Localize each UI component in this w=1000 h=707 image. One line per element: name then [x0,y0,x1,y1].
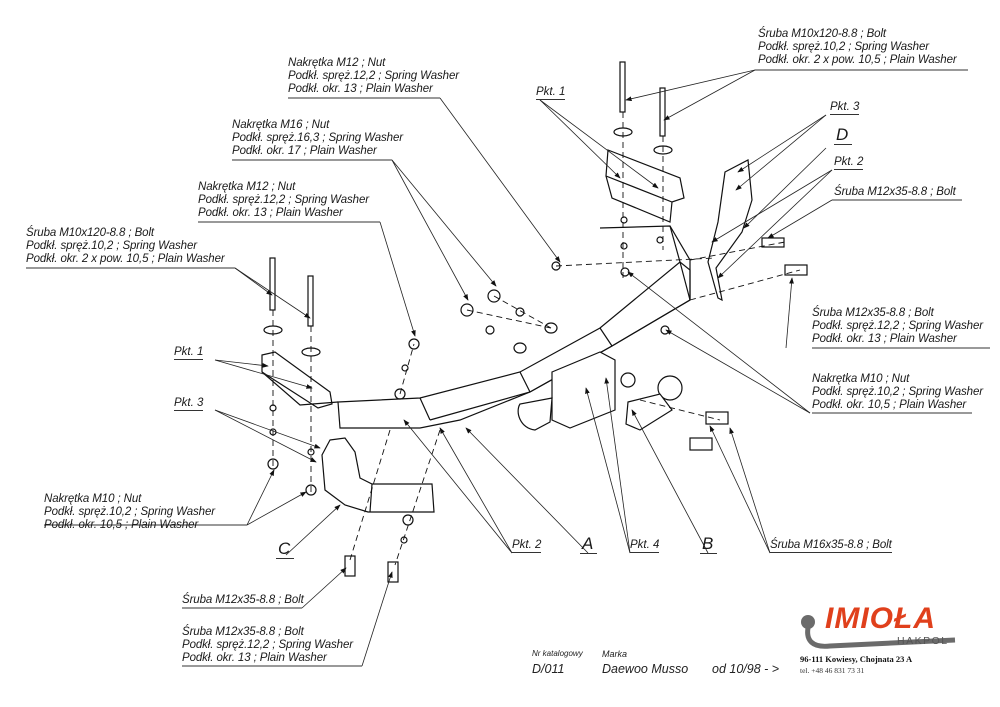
assembly-lines [272,112,801,566]
callout-line: Podkł. okr. 13 ; Plain Washer [198,207,343,219]
callout-line: Śruba M16x35-8.8 ; Bolt [770,539,892,551]
callout-line: Nakrętka M12 ; Nut [288,57,386,69]
callout-bolt-m10-left: Śruba M10x120-8.8 ; Bolt Podkł. spręż.10… [26,227,225,266]
callout-nut-m10-right: Nakrętka M10 ; Nut Podkł. spręż.10,2 ; S… [812,373,983,412]
callout-line: Śruba M12x35-8.8 ; Bolt [182,626,304,638]
callout-line: Podkł. okr. 13 ; Plain Washer [182,652,327,664]
callout-line: Podkł. spręż.10,2 ; Spring Washer [758,41,929,53]
callout-line: Podkł. okr. 13 ; Plain Washer [812,333,957,345]
callout-line: Nakrętka M10 ; Nut [812,373,910,385]
point-label-pkt2-bottom: Pkt. 2 [512,539,542,553]
callout-bolt-m16: Śruba M16x35-8.8 ; Bolt [770,539,892,553]
callout-line: Podkł. spręż.10,2 ; Spring Washer [26,240,197,252]
point-label-pkt1-top: Pkt. 1 [536,86,566,100]
point-label-pkt2-right: Pkt. 2 [834,156,864,170]
hitch-ball-b [517,351,683,431]
callout-line: Podkł. okr. 17 ; Plain Washer [232,145,377,157]
callout-line: Podkł. spręż.10,2 ; Spring Washer [812,386,983,398]
callout-bolt-m12-bottom-single: Śruba M12x35-8.8 ; Bolt [182,594,304,607]
part-label-c: C [276,540,295,559]
callout-line: Nakrętka M10 ; Nut [44,493,142,505]
callout-line: Podkł. okr. 2 x pow. 10,5 ; Plain Washer [26,253,225,265]
callout-underlines [26,69,990,667]
callout-bolt-m12-right-single: Śruba M12x35-8.8 ; Bolt [834,186,956,199]
brand-phone: tel. +48 46 831 73 31 [800,666,865,675]
callout-line: Śruba M12x35-8.8 ; Bolt [834,186,956,198]
brand-name: IMIOŁA [825,602,936,635]
brand-logo-hook [801,615,956,649]
point-label-pkt4-bottom: Pkt. 4 [630,539,660,553]
part-label-b: B [700,535,718,554]
plate-d [707,159,753,302]
callout-line: Śruba M10x120-8.8 ; Bolt [26,227,155,239]
point-label-pkt1-left: Pkt. 1 [174,346,204,360]
callout-line: Śruba M10x120-8.8 ; Bolt [758,28,887,40]
callout-line: Podkł. spręż.12,2 ; Spring Washer [198,194,369,206]
catalog-number-label: Nr katalogowy [532,649,583,658]
part-label-a: A [580,535,598,554]
callout-line: Nakrętka M12 ; Nut [198,181,296,193]
callout-line: Śruba M12x35-8.8 ; Bolt [812,307,934,319]
brand-block: IMIOŁA HAKPOL 96-111 Kowiesy, Chojnata 2… [795,600,965,690]
callout-line: Podkł. okr. 2 x pow. 10,5 ; Plain Washer [758,54,957,66]
leader-lines [214,69,833,667]
part-label-d: D [834,126,853,145]
callout-line: Śruba M12x35-8.8 ; Bolt [182,594,304,606]
make-label: Marka [602,649,628,659]
point-label-pkt3-right: Pkt. 3 [830,101,860,115]
callout-line: Podkł. okr. 13 ; Plain Washer [288,83,433,95]
production-since: od 10/98 - > [712,662,780,676]
callout-nut-m16: Nakrętka M16 ; Nut Podkł. spręż.16,3 ; S… [232,119,403,158]
callout-bolt-m12-bottom: Śruba M12x35-8.8 ; Bolt Podkł. spręż.12,… [182,626,353,665]
callout-line: Podkł. okr. 10,5 ; Plain Washer [812,399,967,411]
callout-bolt-m12-right: Śruba M12x35-8.8 ; Bolt Podkł. spręż.12,… [812,307,983,346]
callout-bolt-m10-right: Śruba M10x120-8.8 ; Bolt Podkł. spręż.10… [758,28,957,67]
plate-c [321,437,435,513]
brand-subtitle: HAKPOL [897,635,949,647]
callout-line: Podkł. spręż.12,2 ; Spring Washer [812,320,983,332]
callout-line: Podkł. okr. 10,5 ; Plain Washer [44,519,199,531]
catalog-number: D/011 [532,662,565,676]
callout-nut-m12-top: Nakrętka M12 ; Nut Podkł. spręż.12,2 ; S… [288,57,459,96]
point-label-pkt3-left: Pkt. 3 [174,397,204,411]
callout-line: Podkł. spręż.10,2 ; Spring Washer [44,506,215,518]
callout-line: Podkł. spręż.12,2 ; Spring Washer [288,70,459,82]
callout-nut-m12-mid: Nakrętka M12 ; Nut Podkł. spręż.12,2 ; S… [198,181,369,220]
callout-line: Nakrętka M16 ; Nut [232,119,330,131]
bracket-left [261,351,339,409]
brand-address: 96-111 Kowiesy, Chojnata 23 A [800,654,913,664]
callout-line: Podkł. spręż.16,3 ; Spring Washer [232,132,403,144]
vehicle-make: Daewoo Musso [602,662,689,676]
callout-nut-m10-left: Nakrętka M10 ; Nut Podkł. spręż.10,2 ; S… [44,493,215,532]
callout-line: Podkł. spręż.12,2 ; Spring Washer [182,639,353,651]
bracket-right-top [605,149,685,223]
